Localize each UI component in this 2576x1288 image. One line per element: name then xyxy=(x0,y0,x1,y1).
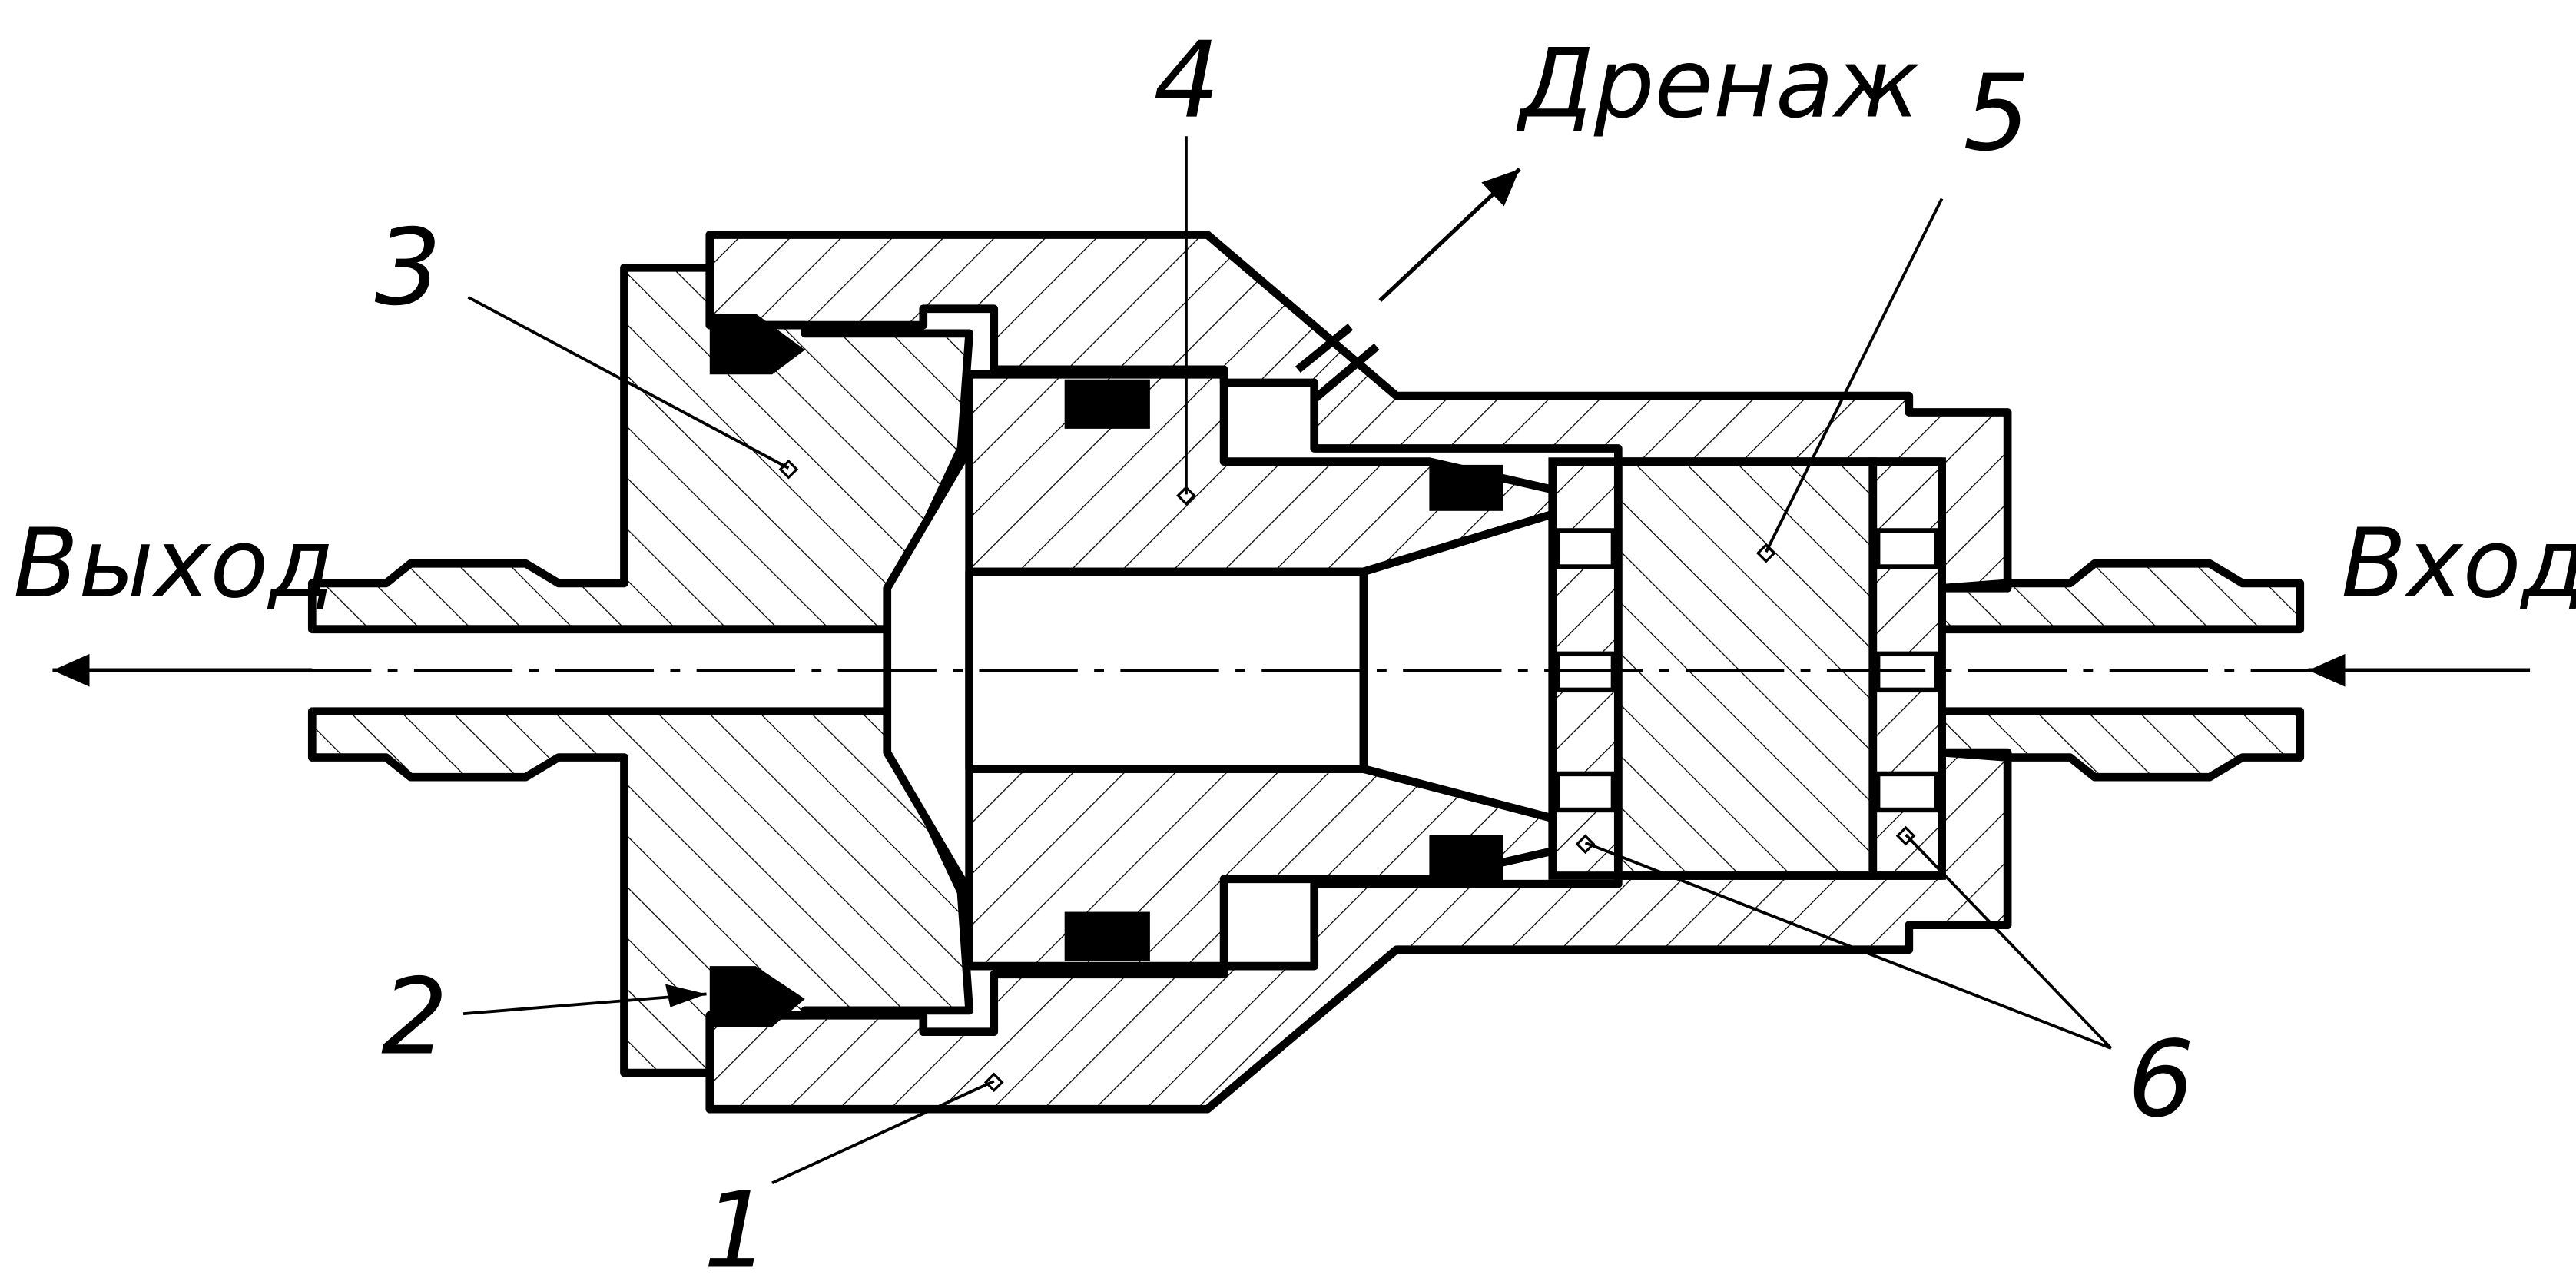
callout-6: 6 xyxy=(2127,1019,2194,1141)
drain-arrow xyxy=(1378,168,1521,303)
seals xyxy=(709,314,1503,1027)
piston xyxy=(883,370,1557,971)
inlet-fitting xyxy=(1938,559,2305,782)
outlet-label: Выход xyxy=(13,509,334,619)
callout-1: 1 xyxy=(703,1170,770,1288)
outlet-fitting xyxy=(307,263,973,1077)
drain-label: Дренаж xyxy=(1516,29,1920,140)
housing-body xyxy=(705,231,2012,1114)
callout-2: 2 xyxy=(381,956,448,1078)
leader-lines xyxy=(462,136,2113,1185)
inlet-label: Вход xyxy=(2341,509,2576,619)
seal-pointer-arrow xyxy=(665,984,707,1007)
callout-4: 4 xyxy=(1153,20,1220,142)
callout-5: 5 xyxy=(1963,52,2030,174)
part-markers xyxy=(778,459,1916,1093)
callout-3: 3 xyxy=(375,207,442,329)
